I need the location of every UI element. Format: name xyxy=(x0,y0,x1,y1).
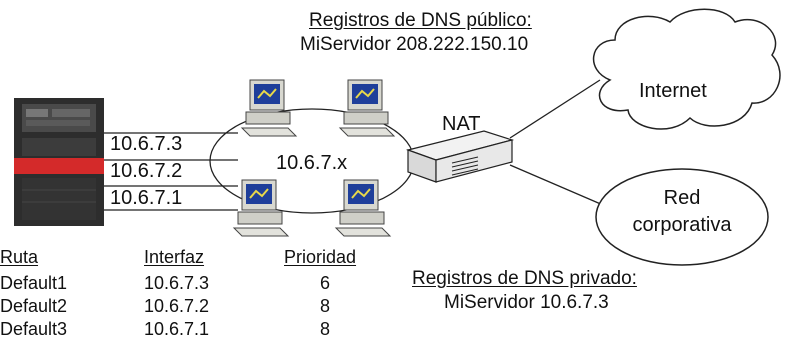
internet-cloud xyxy=(593,8,781,130)
route-cell: Default1 xyxy=(0,273,68,293)
corporate-label-line2: corporativa xyxy=(632,214,732,236)
nat-device xyxy=(405,130,515,183)
route-header-route: Ruta xyxy=(0,247,39,267)
route-cell: 10.6.7.1 xyxy=(144,319,210,339)
route-cell: 10.6.7.3 xyxy=(144,273,210,293)
nat-corporate-link xyxy=(509,164,604,206)
route-cell: 10.6.7.2 xyxy=(144,296,210,316)
route-cell: 6 xyxy=(319,273,330,293)
workstation-1 xyxy=(240,79,298,137)
workstation-3 xyxy=(232,179,290,237)
server-interface-3: 10.6.7.1 xyxy=(110,187,183,209)
server-interface-2: 10.6.7.2 xyxy=(110,160,183,182)
workstation-4 xyxy=(334,179,392,237)
private-dns-record: MiServidor 10.6.7.3 xyxy=(444,292,609,313)
corporate-label-line1: Red xyxy=(663,187,701,209)
internet-label: Internet xyxy=(639,80,707,102)
route-cell: Default3 xyxy=(0,319,68,339)
private-dns-heading: Registros de DNS privado: xyxy=(412,268,637,289)
route-cell: 8 xyxy=(319,319,330,339)
workstation-2 xyxy=(338,79,396,137)
route-header-interface: Interfaz xyxy=(144,247,205,267)
server-tower xyxy=(14,98,104,226)
public-dns-heading: Registros de DNS público: xyxy=(309,10,532,31)
public-dns-record: MiServidor 208.222.150.10 xyxy=(300,34,529,55)
corporate-cloud xyxy=(595,168,769,266)
nat-label: NAT xyxy=(442,113,481,135)
server-interface-1: 10.6.7.3 xyxy=(110,133,183,155)
route-cell: 8 xyxy=(319,296,330,316)
route-cell: Default2 xyxy=(0,296,68,316)
nat-internet-link xyxy=(509,79,601,139)
subnet-label: 10.6.7.x xyxy=(276,152,348,174)
route-header-priority: Prioridad xyxy=(284,247,357,267)
